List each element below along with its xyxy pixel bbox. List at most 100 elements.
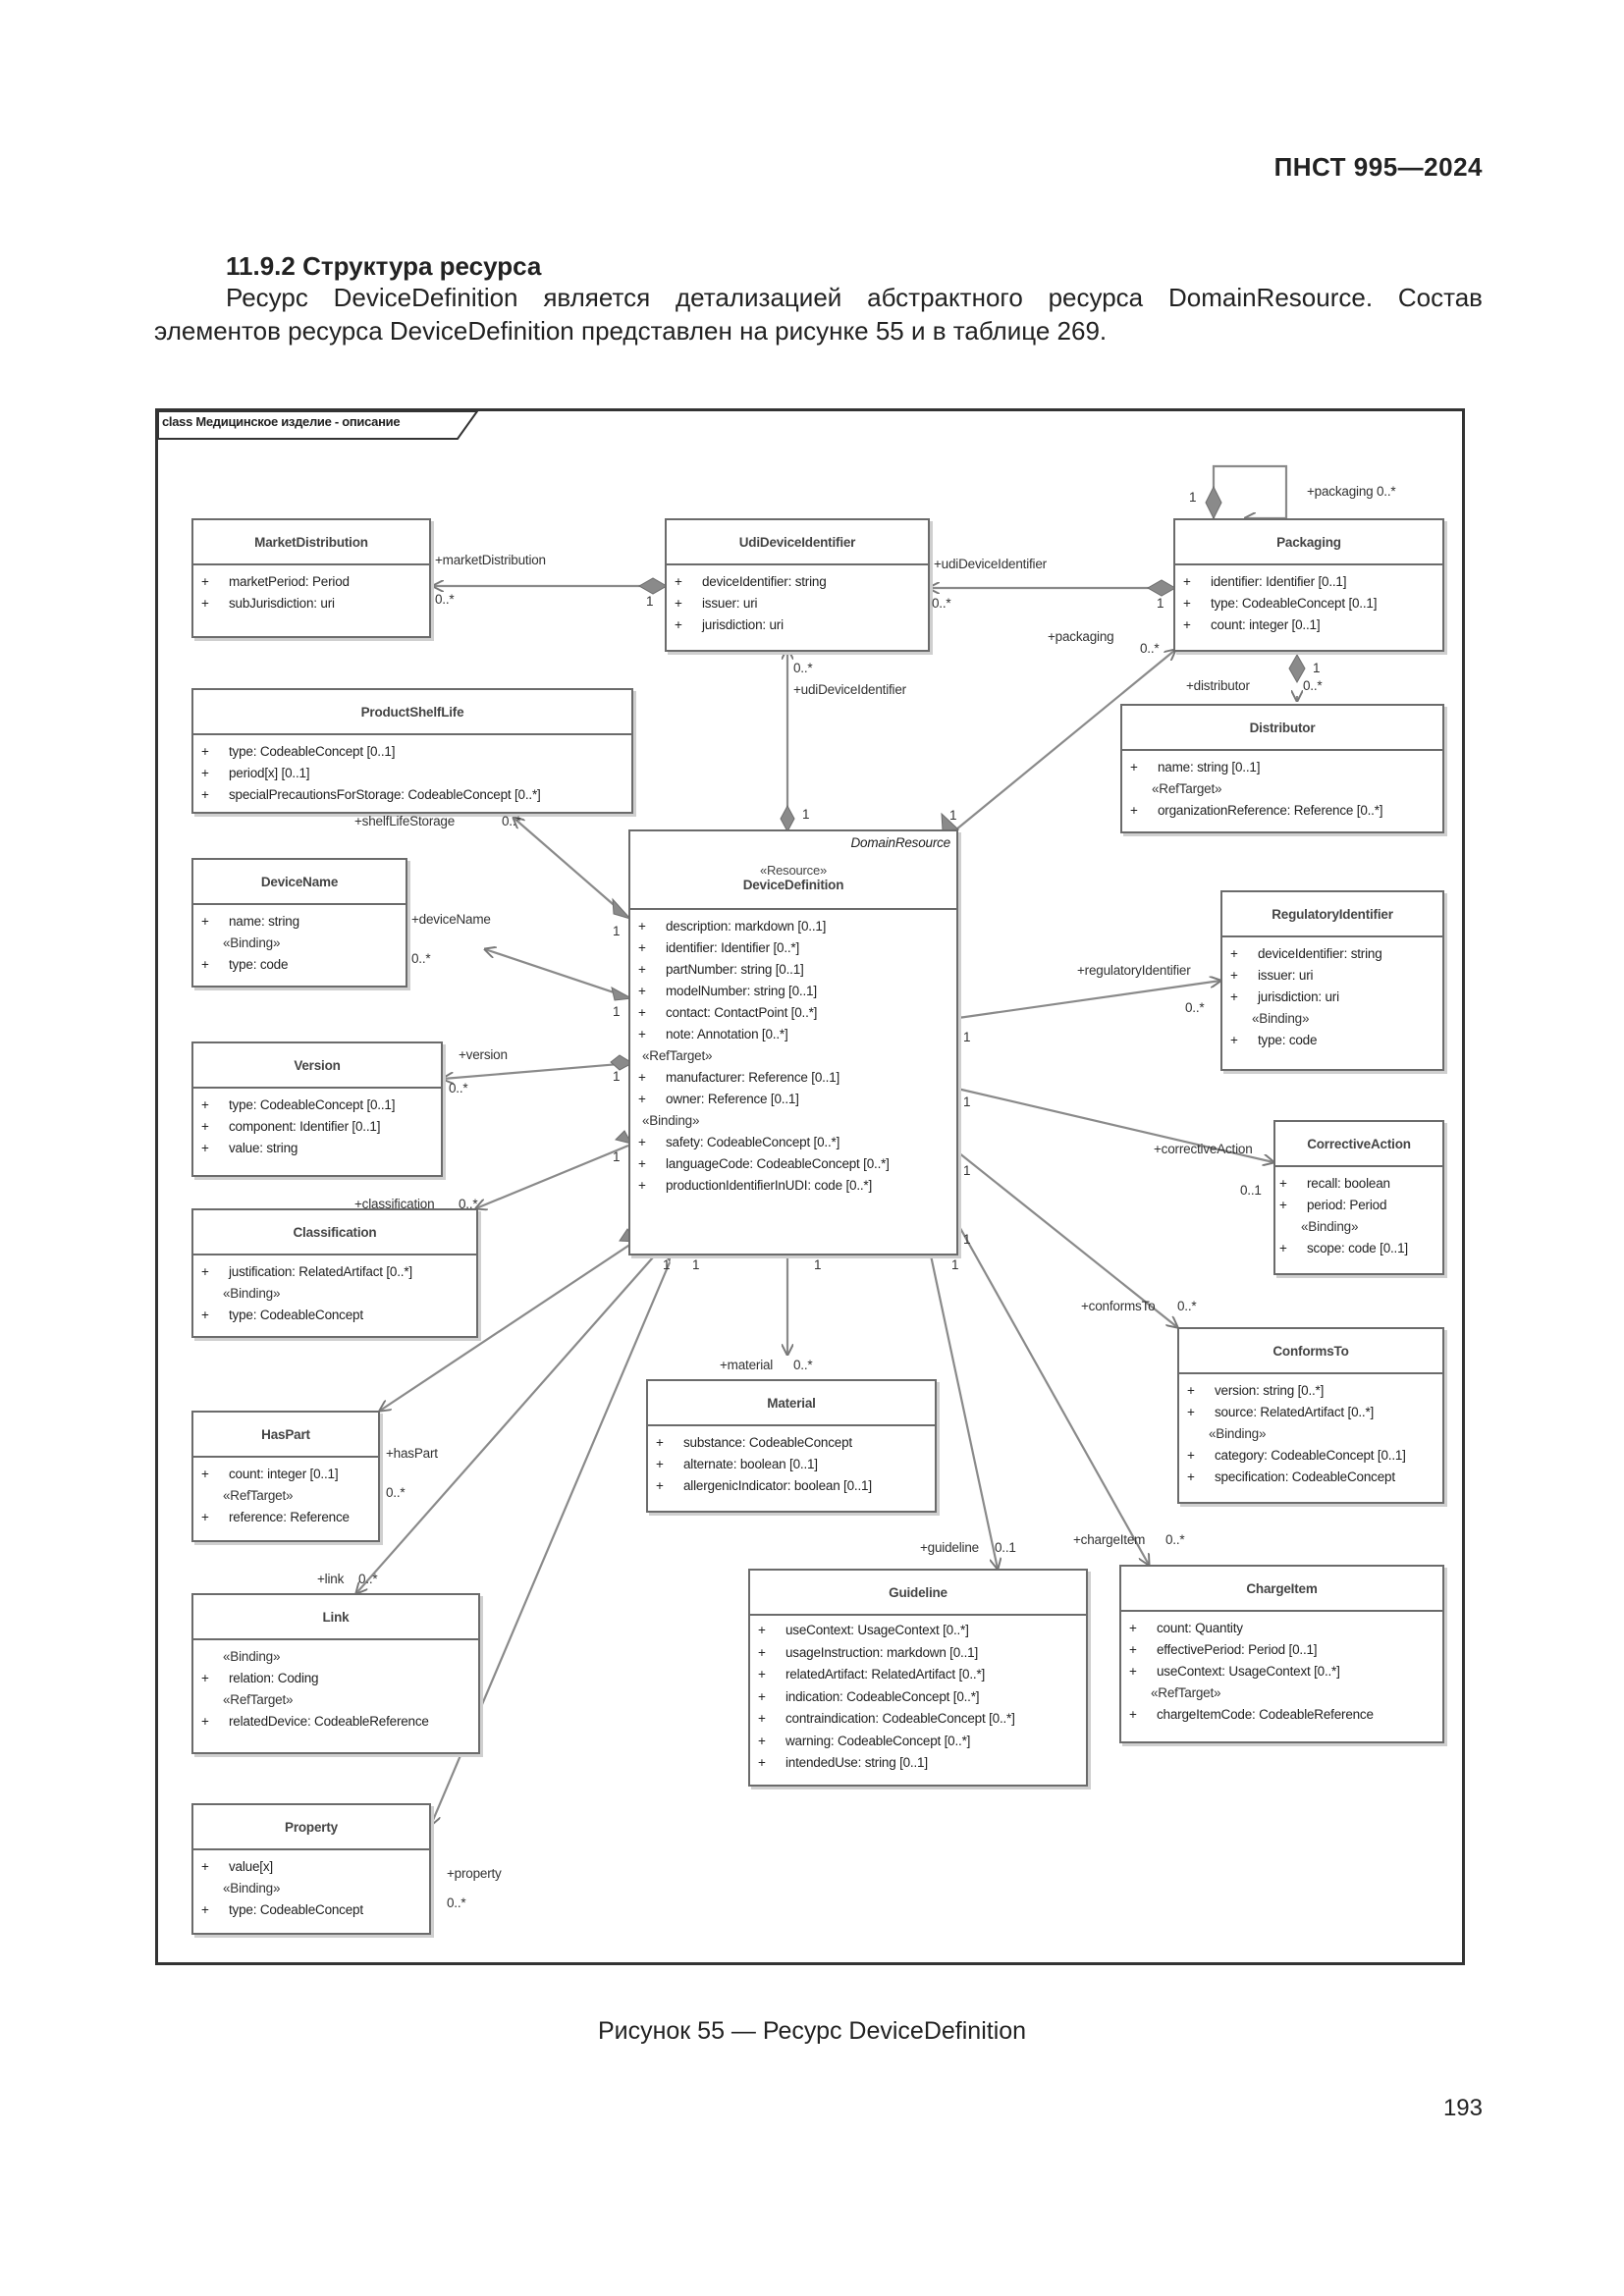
label-material-role: +material: [720, 1358, 774, 1372]
attribute-row: +useContext: UsageContext [0..*]: [758, 1623, 969, 1637]
label-packaging-mult: 0..*: [1140, 641, 1160, 656]
class-corrective-action: CorrectiveAction +recall: boolean +perio…: [1273, 1120, 1444, 1275]
diamond-dd-udi: [780, 804, 795, 833]
class-header: «Resource» DeviceDefinition: [630, 831, 956, 910]
attribute-row: +effectivePeriod: Period [0..1]: [1129, 1642, 1318, 1657]
attribute-row: +alternate: boolean [0..1]: [656, 1457, 818, 1471]
class-property: Property +value[x] «Binding» +type: Code…: [191, 1803, 431, 1935]
diamond-market: [637, 577, 669, 595]
label-udi-one2: 1: [802, 807, 810, 822]
class-name: DeviceName: [193, 860, 406, 905]
assoc-dd-devname: [485, 949, 629, 999]
attribute-row: +type: code: [201, 957, 289, 972]
attribute-row: +count: Quantity: [1129, 1621, 1243, 1635]
label-material-one: 1: [814, 1257, 822, 1272]
class-stereotype: «Resource»: [759, 863, 828, 878]
class-name: DeviceDefinition: [742, 878, 844, 892]
label-market-mult: 0..*: [435, 592, 455, 607]
assoc-packaging-self: [1212, 464, 1288, 518]
attribute-row: +source: RelatedArtifact [0..*]: [1187, 1405, 1375, 1419]
label-classification-mult: 0..*: [459, 1197, 478, 1211]
uml-class-diagram: class Медицинское изделие - описание: [155, 408, 1465, 1965]
attribute-row: +usageInstruction: markdown [0..1]: [758, 1644, 979, 1660]
label-udi-mult: 0..*: [932, 596, 951, 611]
attribute-row: +type: code: [1230, 1033, 1318, 1047]
label-udi-one: 1: [1157, 596, 1164, 611]
class-name: Link: [193, 1595, 478, 1640]
label-udi-role: +udiDeviceIdentifier: [934, 557, 1047, 571]
attribute-row: +contraindication: CodeableConcept [0..*…: [758, 1711, 1015, 1726]
label-guideline-one: 1: [951, 1257, 959, 1272]
stereotype-label: «Binding»: [223, 1286, 281, 1301]
attribute-row: +allergenicIndicator: boolean [0..1]: [656, 1478, 872, 1493]
class-name: Packaging: [1175, 520, 1442, 565]
label-devicename-mult: 0..*: [411, 951, 431, 966]
attribute-row: +type: CodeableConcept [0..1]: [201, 1097, 396, 1112]
assoc-dd-guideline: [929, 1255, 998, 1569]
label-shelf-role: +shelfLifeStorage: [354, 814, 456, 828]
attribute-row: +type: CodeableConcept: [201, 1308, 363, 1322]
attribute-row: +type: CodeableConcept: [201, 1902, 363, 1917]
diamond-pack-distrib: [1288, 653, 1306, 684]
label-conformsto-role: +conformsTo: [1081, 1299, 1156, 1313]
attribute-row: +productionIdentifierInUDI: code [0..*]: [638, 1178, 873, 1193]
class-guideline: Guideline +useContext: UsageContext [0..…: [748, 1569, 1088, 1787]
class-name: MarketDistribution: [193, 520, 429, 565]
attribute-row: +warning: CodeableConcept [0..*]: [758, 1733, 971, 1748]
label-version-mult: 0..*: [449, 1081, 468, 1095]
class-name: UdiDeviceIdentifier: [667, 520, 928, 565]
label-conformsto-one: 1: [963, 1163, 971, 1178]
class-name: ConformsTo: [1179, 1329, 1442, 1374]
attribute-row: +specification: CodeableConcept: [1187, 1469, 1395, 1484]
class-conforms-to: ConformsTo +version: string [0..*] +sour…: [1177, 1327, 1444, 1504]
attribute-row: +organizationReference: Reference [0..*]: [1130, 803, 1383, 818]
attribute-row: +justification: RelatedArtifact [0..*]: [201, 1264, 412, 1279]
label-version-role: +version: [459, 1047, 508, 1062]
attribute-row: +safety: CodeableConcept [0..*]: [638, 1135, 840, 1149]
label-market-one: 1: [646, 594, 654, 609]
label-packaging-role: +packaging: [1048, 629, 1114, 644]
section-paragraph: Ресурс DeviceDefinition является детализ…: [154, 283, 1483, 346]
label-bottom-one-a: 1: [663, 1257, 671, 1272]
attribute-row: +specialPrecautionsForStorage: CodeableC…: [201, 787, 541, 802]
attribute-row: +jurisdiction: uri: [1230, 989, 1339, 1004]
class-name: Property: [193, 1805, 429, 1850]
document-code: ПНСТ 995—2024: [1273, 152, 1483, 182]
stereotype-label: «Binding»: [223, 935, 281, 950]
attribute-row: +issuer: uri: [1230, 968, 1314, 983]
attribute-row: +name: string [0..1]: [1130, 760, 1261, 774]
label-bottom-one-b: 1: [692, 1257, 700, 1272]
class-name: ProductShelfLife: [193, 690, 631, 735]
attribute-row: +owner: Reference [0..1]: [638, 1092, 799, 1106]
attribute-row: +substance: CodeableConcept: [656, 1435, 852, 1450]
label-material-mult: 0..*: [793, 1358, 813, 1372]
attribute-row: +jurisdiction: uri: [675, 617, 784, 632]
attribute-row: +marketPeriod: Period: [201, 574, 350, 589]
class-classification: Classification +justification: RelatedAr…: [191, 1208, 478, 1338]
assoc-dd-conformsto: [957, 1151, 1177, 1327]
label-packaging-one: 1: [949, 808, 957, 823]
label-property-mult: 0..*: [447, 1896, 466, 1910]
label-packaging-self-mult: 1: [1189, 490, 1197, 505]
assoc-dd-haspart: [380, 1241, 635, 1411]
attribute-row: +type: CodeableConcept [0..1]: [1183, 596, 1378, 611]
label-shelf-one: 1: [613, 924, 621, 938]
attribute-row: +count: integer [0..1]: [201, 1467, 339, 1481]
stereotype-label: «Binding»: [1209, 1426, 1267, 1441]
attribute-row: +relatedDevice: CodeableReference: [201, 1714, 429, 1729]
attribute-row: +chargeItemCode: CodeableReference: [1129, 1707, 1374, 1722]
parent-class-label: DomainResource: [850, 835, 951, 850]
attribute-row: +count: integer [0..1]: [1183, 617, 1321, 632]
label-distributor-role: +distributor: [1186, 678, 1250, 693]
label-link-mult: 0..*: [358, 1572, 378, 1586]
class-packaging: Packaging +identifier: Identifier [0..1]…: [1173, 518, 1444, 652]
class-name: HasPart: [193, 1413, 378, 1458]
figure-caption: Рисунок 55 — Ресурс DeviceDefinition: [597, 2017, 1027, 2045]
attribute-row: +identifier: Identifier [0..1]: [1183, 574, 1347, 589]
label-shelf-mult: 0..*: [502, 814, 521, 828]
class-name: RegulatoryIdentifier: [1222, 892, 1442, 937]
attribute-row: +scope: code [0..1]: [1279, 1241, 1408, 1255]
label-chargeitem-one: 1: [963, 1232, 971, 1247]
class-regulatory-identifier: RegulatoryIdentifier +deviceIdentifier: …: [1220, 890, 1444, 1071]
class-device-definition: DomainResource «Resource» DeviceDefiniti…: [628, 829, 958, 1255]
